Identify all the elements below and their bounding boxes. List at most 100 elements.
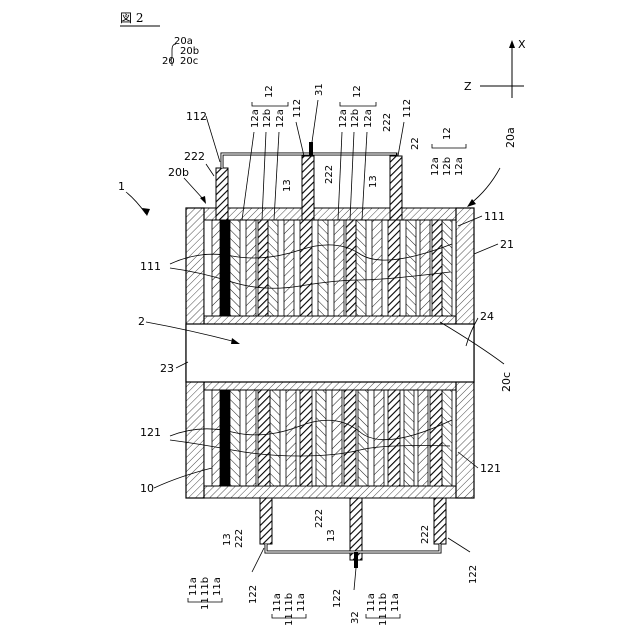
top-layer xyxy=(212,220,220,316)
leader-112-a xyxy=(206,116,220,162)
label-20b: 20b xyxy=(168,166,189,179)
top-group-2-12a: 12a xyxy=(338,109,349,128)
bottom-group-right: 11a 11b 11a 11 xyxy=(366,593,401,626)
bottom-group-1-11a-2: 11a xyxy=(212,577,223,596)
label-121-left: 121 xyxy=(140,426,161,439)
leader-21 xyxy=(474,244,498,254)
label-222-top-left: 222 xyxy=(184,150,205,163)
top-group-1-12a: 12a xyxy=(250,109,261,128)
label-122-a: 122 xyxy=(248,585,259,604)
label-20c: 20c xyxy=(500,372,513,392)
label-111-left: 111 xyxy=(140,260,161,273)
top-layer xyxy=(230,220,240,316)
shell-bottom-wall xyxy=(204,486,456,498)
label-112-a: 112 xyxy=(186,110,207,123)
bottom-group-2-parent: 11 xyxy=(284,613,295,626)
top-layer xyxy=(268,220,278,316)
top-layer xyxy=(334,220,344,316)
leader-32 xyxy=(354,568,356,590)
bottom-layer-dark xyxy=(220,390,230,486)
bottom-layer-dense xyxy=(388,390,400,486)
top-layer xyxy=(372,220,382,316)
label-121-right: 121 xyxy=(480,462,501,475)
top-group-2-12a-2: 12a xyxy=(363,109,374,128)
top-layer xyxy=(406,220,416,316)
axis-indicator: X Z xyxy=(464,38,526,98)
top-layer-dense xyxy=(388,220,400,316)
bottom-layer xyxy=(212,390,220,486)
label-222-top-mid: 222 xyxy=(382,113,393,132)
top-stack-frame xyxy=(204,220,456,316)
axis-x-arrow xyxy=(509,40,515,48)
top-group-1-lead-a xyxy=(242,132,254,220)
lumen xyxy=(186,324,474,382)
bottom-layer xyxy=(442,390,452,486)
label-122-b: 122 xyxy=(332,589,343,608)
bottom-bus-terminal xyxy=(354,552,358,568)
bottom-layer xyxy=(358,390,368,486)
label-222-top-right: 222 xyxy=(324,165,335,184)
bottom-layer-dense xyxy=(300,390,312,486)
shell-top-wall xyxy=(204,208,456,220)
bottom-lead-tab-left xyxy=(260,498,272,544)
label-22: 22 xyxy=(410,137,421,150)
top-group-2-lead-b xyxy=(350,132,354,220)
label-2: 2 xyxy=(138,315,145,328)
bottom-lead-tab-right xyxy=(434,498,446,544)
leader-122-a xyxy=(252,548,264,572)
bottom-electrode-stack xyxy=(204,390,456,486)
top-layer-dense xyxy=(258,220,268,316)
leader-112-c xyxy=(398,122,404,156)
label-24: 24 xyxy=(480,310,494,323)
top-group-1-12a-2: 12a xyxy=(275,109,286,128)
bottom-group-2-11a: 11a xyxy=(272,593,283,612)
top-group-1-bracket xyxy=(252,102,288,106)
label-13-bot-a: 13 xyxy=(222,533,233,546)
top-layer xyxy=(356,220,366,316)
label-10: 10 xyxy=(140,482,154,495)
top-group-2-bracket xyxy=(340,102,376,106)
top-layer-dense xyxy=(346,220,356,316)
bottom-layer xyxy=(316,390,326,486)
label-13-top-b: 13 xyxy=(368,175,379,188)
top-group-2-lead-a xyxy=(338,132,342,220)
bottom-group-1-11a: 11a xyxy=(188,577,199,596)
bottom-layer xyxy=(418,390,428,486)
figure-title: 図 2 xyxy=(120,11,143,25)
top-layer-dense xyxy=(432,220,442,316)
label-21: 21 xyxy=(500,238,514,251)
bottom-group-3-parent: 11 xyxy=(378,613,389,626)
top-group-3-12b: 12b xyxy=(442,157,453,176)
bottom-group-2-11b: 11b xyxy=(284,593,295,612)
bottom-layer xyxy=(286,390,296,486)
legend-block-20: 20a 20b 20c 20 xyxy=(162,36,199,67)
bottom-group-2-11a-2: 11a xyxy=(296,593,307,612)
label-222-bot-right: 222 xyxy=(420,525,431,544)
label-222-bot-left: 222 xyxy=(234,529,245,548)
bottom-group-mid: 11a 11b 11a 11 xyxy=(272,593,307,626)
top-layer xyxy=(246,220,256,316)
top-layer xyxy=(420,220,430,316)
leader-1 xyxy=(126,192,146,214)
label-23: 23 xyxy=(160,362,174,375)
top-group-1-12b: 12b xyxy=(262,109,273,128)
bottom-layer xyxy=(332,390,342,486)
label-222-bot-mid: 222 xyxy=(314,509,325,528)
top-group-1-lead-b xyxy=(262,132,266,220)
bottom-layer-dense xyxy=(258,390,270,486)
bottom-group-3-11a: 11a xyxy=(366,593,377,612)
top-electrode-stack xyxy=(204,220,456,316)
bottom-group-3-11a-2: 11a xyxy=(390,593,401,612)
bottom-layer-dense xyxy=(344,390,356,486)
top-layer xyxy=(318,220,328,316)
label-31: 31 xyxy=(314,83,325,96)
bottom-layer xyxy=(404,390,414,486)
leader-20b xyxy=(184,178,204,200)
top-group-3-12a-2: 12a xyxy=(454,157,465,176)
bottom-layer xyxy=(230,390,240,486)
top-lead-tab-mid xyxy=(302,156,314,220)
label-122-c: 122 xyxy=(468,565,479,584)
bottom-group-1-11b: 11b xyxy=(200,577,211,596)
top-lead-tab-left xyxy=(216,168,228,220)
top-lead-tab-right xyxy=(390,156,402,220)
